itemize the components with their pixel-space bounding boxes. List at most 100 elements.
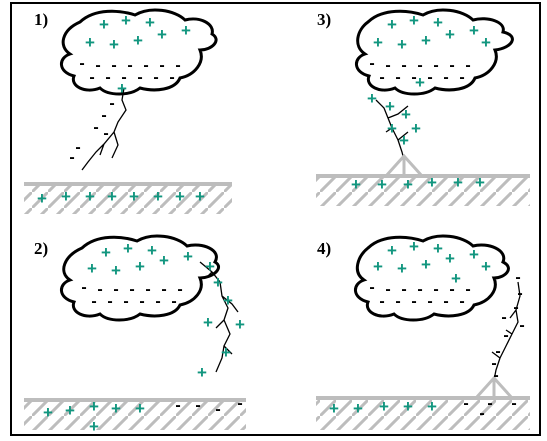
positive-charge: + — [107, 187, 117, 206]
positive-charge: + — [87, 259, 97, 278]
negative-charge: - — [427, 293, 432, 310]
negative-charge: - — [395, 69, 400, 86]
positive-charge: + — [469, 245, 479, 264]
positive-charge: + — [145, 13, 155, 32]
panel-3: 3) — [316, 8, 530, 206]
positive-charge: + — [403, 397, 413, 416]
negative-charge: - — [237, 395, 242, 412]
negative-charge: - — [137, 69, 142, 86]
negative-charge: - — [111, 57, 116, 74]
positive-charge: + — [409, 11, 419, 30]
negative-charge: - — [215, 401, 220, 418]
positive-charge: + — [403, 175, 413, 194]
positive-charge: + — [427, 397, 437, 416]
positive-charge: + — [117, 79, 127, 98]
negative-charge: - — [491, 355, 496, 372]
leader-4 — [491, 281, 521, 381]
positive-charge: + — [427, 173, 437, 192]
positive-charge: + — [111, 261, 121, 280]
positive-charge: + — [61, 187, 71, 206]
positive-charge: + — [399, 131, 409, 150]
positive-charge: + — [415, 73, 425, 92]
panel-2: 2) — [24, 234, 246, 430]
panel-label-3: 3) — [317, 10, 331, 29]
positive-charge: + — [213, 273, 223, 292]
panel-label-1: 1) — [34, 10, 48, 29]
panel-label-2: 2) — [34, 239, 48, 258]
negative-charge: - — [443, 293, 448, 310]
negative-charge: - — [75, 139, 80, 156]
negative-charge: - — [155, 293, 160, 310]
negative-charge: - — [81, 279, 86, 296]
positive-charge: + — [387, 15, 397, 34]
negative-charge: - — [195, 397, 200, 414]
negative-charge: - — [121, 69, 126, 86]
positive-charge: + — [235, 315, 245, 334]
positive-charge: + — [65, 401, 75, 420]
negative-charge: - — [433, 281, 438, 298]
positive-charge: + — [469, 21, 479, 40]
negative-charge: - — [411, 293, 416, 310]
leader-2 — [199, 261, 239, 373]
panel-label-4: 4) — [317, 239, 331, 258]
negative-charge: - — [463, 395, 468, 412]
positive-charge: + — [367, 89, 377, 108]
positive-charge: + — [353, 399, 363, 418]
negative-charge: - — [459, 293, 464, 310]
positive-charge: + — [351, 175, 361, 194]
charge-symbols: +++++++++-------------------++++++++++++… — [37, 11, 525, 436]
positive-charge: + — [223, 291, 233, 310]
negative-charge: - — [129, 281, 134, 298]
positive-charge: + — [379, 397, 389, 416]
cloud-1 — [60, 8, 218, 96]
negative-charge: - — [411, 69, 416, 86]
positive-charge: + — [147, 241, 157, 260]
positive-charge: + — [111, 399, 121, 418]
positive-charge: + — [183, 247, 193, 266]
positive-charge: + — [197, 363, 207, 382]
positive-charge: + — [421, 31, 431, 50]
negative-charge: - — [479, 405, 484, 422]
positive-charge: + — [377, 175, 387, 194]
negative-charge: - — [103, 125, 108, 142]
negative-charge: - — [433, 57, 438, 74]
positive-charge: + — [421, 255, 431, 274]
negative-charge: - — [493, 367, 498, 384]
positive-charge: + — [411, 119, 421, 138]
positive-charge: + — [89, 397, 99, 416]
negative-charge: - — [465, 57, 470, 74]
positive-charge: + — [133, 31, 143, 50]
panel-1: 1) — [24, 8, 232, 214]
positive-charge: + — [205, 257, 215, 276]
negative-charge: - — [89, 69, 94, 86]
leader-3 — [375, 99, 409, 161]
positive-charge: + — [129, 187, 139, 206]
positive-charge: + — [387, 241, 397, 260]
positive-charge: + — [373, 33, 383, 52]
negative-charge: - — [417, 281, 422, 298]
positive-charge: + — [385, 97, 395, 116]
negative-charge: - — [449, 281, 454, 298]
negative-charge: - — [69, 149, 74, 166]
negative-charge: - — [511, 395, 516, 412]
negative-charge: - — [79, 55, 84, 72]
negative-charge: - — [177, 281, 182, 298]
negative-charge: - — [515, 269, 520, 286]
ground-hatch-1 — [24, 186, 232, 214]
positive-charge: + — [387, 119, 397, 138]
ground-hatch-2 — [24, 402, 246, 430]
cloud-3 — [355, 8, 514, 96]
cloud-4 — [354, 234, 510, 322]
negative-charge: - — [395, 293, 400, 310]
negative-charge: - — [93, 119, 98, 136]
negative-charge: - — [449, 57, 454, 74]
positive-charge: + — [221, 343, 231, 362]
positive-charge: + — [37, 189, 47, 208]
positive-charge: + — [99, 15, 109, 34]
negative-charge: - — [109, 95, 114, 112]
negative-charge: - — [495, 343, 500, 360]
negative-charge: - — [385, 57, 390, 74]
positive-charge: + — [159, 251, 169, 270]
positive-charge: + — [121, 11, 131, 30]
